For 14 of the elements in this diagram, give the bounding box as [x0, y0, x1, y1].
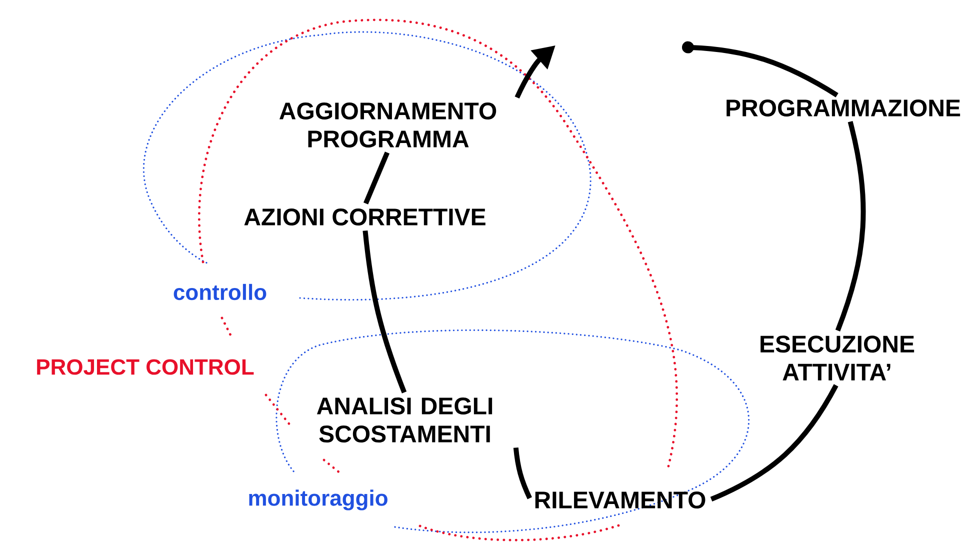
step-label: AGGIORNAMENTO PROGRAMMA [280, 102, 496, 148]
cycle-arc [362, 230, 407, 394]
phase-label: controllo [174, 284, 266, 300]
cycle-arc [682, 41, 838, 98]
phase-label: PROJECT CONTROL [37, 359, 254, 375]
cycle-arc [363, 152, 390, 204]
step-label: AZIONI CORRETTIVE [244, 208, 486, 226]
phase-label: monitoraggio [249, 490, 388, 510]
step-label: PROGRAMMAZIONE [726, 100, 960, 116]
cycle-arc [513, 447, 532, 500]
cycle-arc [835, 121, 866, 332]
step-label: ESECUZIONE ATTIVITA’ [760, 336, 914, 380]
cycle-arc [710, 384, 838, 502]
step-label: ANALISI DEGLI SCOSTAMENTI [316, 398, 492, 442]
